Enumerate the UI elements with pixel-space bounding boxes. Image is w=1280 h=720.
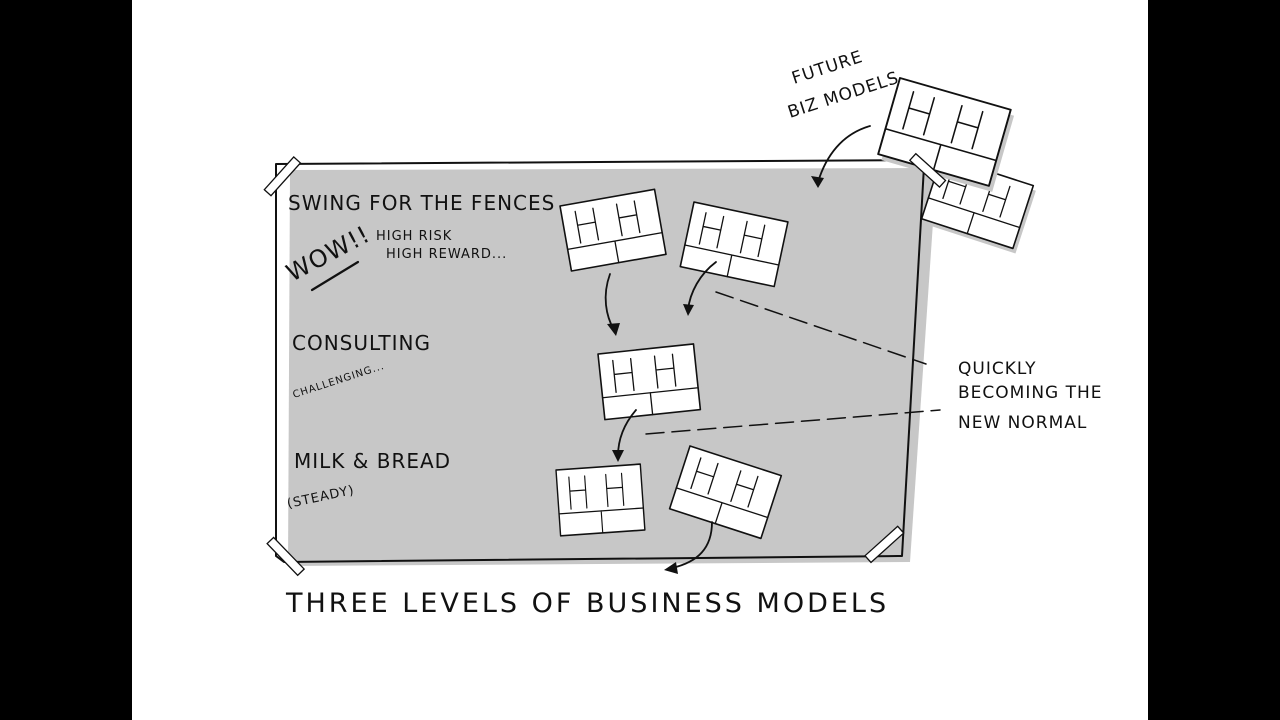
wow-underline (310, 260, 360, 292)
level-heading-milk: MILK & BREAD (294, 449, 451, 473)
level-note-fences-line2: HIGH REWARD... (386, 247, 507, 262)
arrow-consulting-to-milk (612, 409, 637, 462)
model-card-milk-2 (668, 445, 784, 544)
side-note-line2: BECOMING THE (958, 383, 1103, 403)
dashed-line-upper (715, 291, 927, 365)
arrow-future-to-board (811, 125, 871, 188)
tape-top-left (263, 156, 302, 197)
arrow-fences1-to-consulting (604, 273, 620, 336)
arrow-fences2-to-consulting (683, 261, 717, 316)
side-note-line1: QUICKLY (958, 359, 1036, 379)
dashed-line-lower (645, 409, 941, 435)
side-note-line3: NEW NORMAL (958, 413, 1087, 433)
arrow-milk-to-outside (664, 521, 713, 574)
model-card-fences-2 (679, 201, 791, 292)
model-card-consulting (597, 343, 705, 424)
tape-top-right (908, 152, 947, 189)
tape-bottom-left (266, 536, 306, 577)
model-card-milk-1 (555, 463, 649, 540)
model-card-fences-1 (559, 188, 671, 275)
diagram-title: THREE LEVELS OF BUSINESS MODELS (285, 588, 889, 619)
tape-bottom-right (864, 525, 905, 564)
level-heading-consulting: CONSULTING (292, 331, 431, 355)
level-note-fences-line1: HIGH RISK (376, 229, 452, 244)
level-heading-fences: SWING FOR THE FENCES (288, 191, 555, 215)
